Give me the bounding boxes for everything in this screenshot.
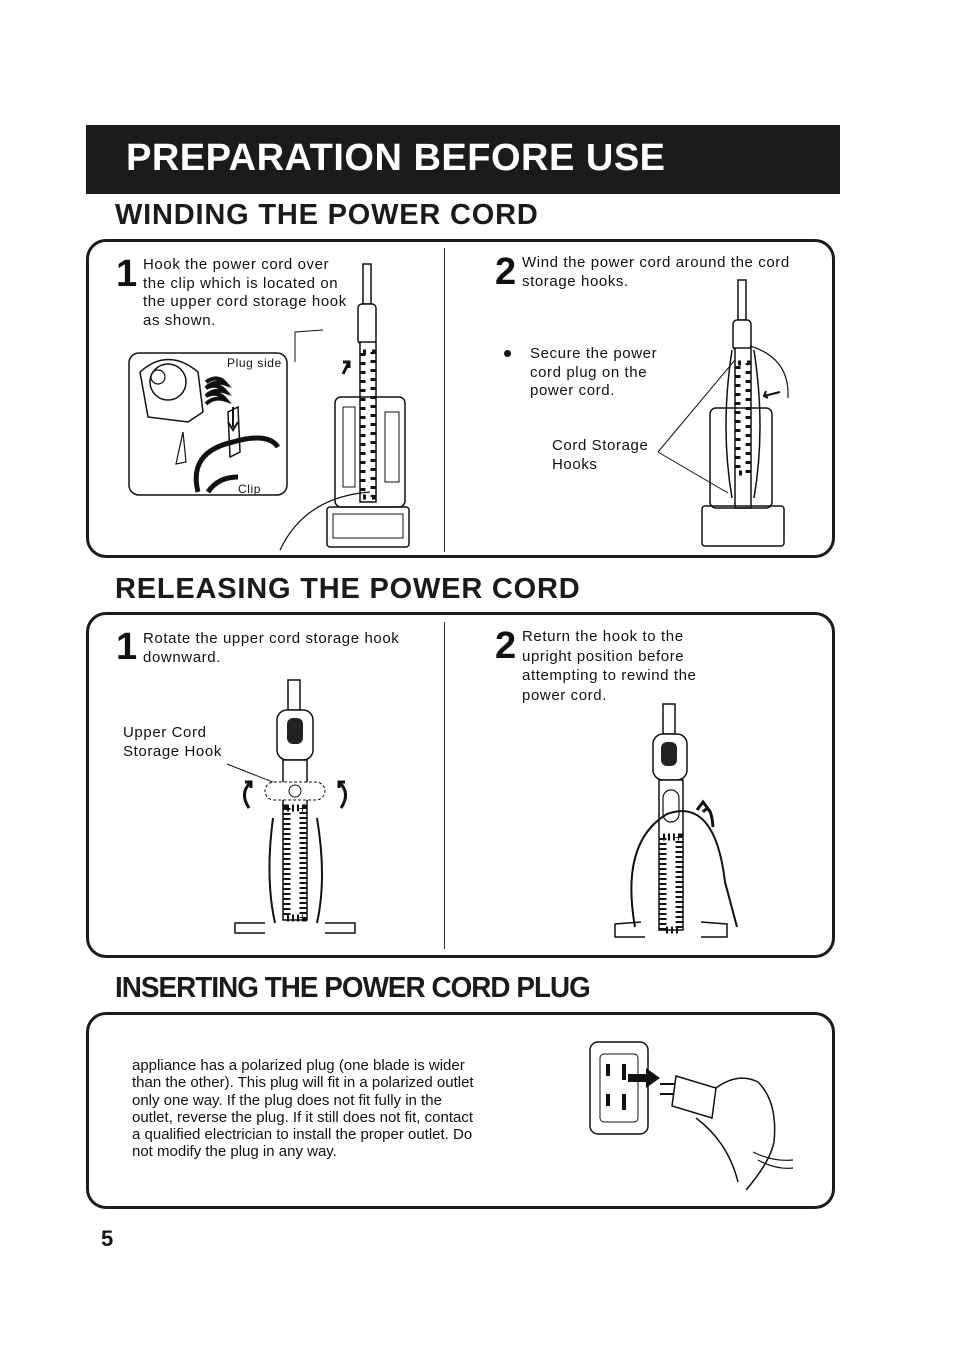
inserting-panel	[86, 1012, 835, 1209]
clip-label: Clip	[238, 482, 262, 496]
text-line: the upper cord storage hook	[143, 293, 347, 310]
text-line: Hook the power cord over	[143, 256, 330, 273]
cord-storage-hooks-label: Cord Storage Hooks	[552, 437, 648, 474]
winding-step2-number: 2	[495, 251, 517, 293]
text-line: outlet, reverse the plug. If it still do…	[132, 1108, 474, 1126]
text-line: Upper Cord	[123, 724, 207, 741]
header-banner: PREPARATION BEFORE USE	[86, 125, 840, 194]
text-line: as shown.	[143, 311, 216, 329]
plug-side-label: Plug side	[227, 356, 282, 370]
text-line: power cord.	[530, 382, 615, 399]
text-line: only one way. If the plug does not fit f…	[132, 1091, 442, 1109]
text-line: upright position before	[522, 647, 685, 665]
text-line: Cord Storage	[552, 437, 649, 454]
releasing-step1-text: Rotate the upper cord storage hook downw…	[143, 630, 399, 667]
winding-step1-number: 1	[116, 253, 138, 295]
winding-section-title: WINDING THE POWER CORD	[115, 199, 539, 231]
winding-step2-bullet: Secure the power cord plug on the power …	[530, 345, 657, 401]
inserting-section-title: INSERTING THE POWER CORD PLUG	[115, 972, 591, 1004]
clip-detail-illustration	[128, 352, 288, 496]
bullet-dot	[504, 350, 511, 357]
vacuum-rotate-hook-illustration	[226, 679, 356, 934]
text-line: cord plug on the	[530, 363, 648, 381]
releasing-divider	[444, 622, 445, 949]
releasing-section-title: RELEASING THE POWER CORD	[115, 573, 581, 605]
page-title: PREPARATION BEFORE USE	[126, 137, 666, 179]
releasing-panel	[86, 612, 835, 958]
releasing-step2-number: 2	[495, 625, 517, 667]
text-line: Secure the power	[530, 345, 658, 362]
polarized-plug-warning: appliance has a polarized plug (one blad…	[132, 1057, 474, 1161]
text-line: appliance has a polarized plug (one blad…	[132, 1057, 465, 1074]
releasing-step1-number: 1	[116, 626, 138, 668]
text-line: downward.	[143, 648, 221, 666]
vacuum-upright-hook-illustration	[614, 703, 738, 938]
text-line: Return the hook to the	[522, 628, 684, 645]
text-line: a qualified electrician to install the p…	[132, 1126, 473, 1144]
winding-divider	[444, 248, 445, 552]
text-line: Wind the power cord around the cord	[522, 254, 790, 271]
text-line: Rotate the upper cord storage hook	[143, 630, 400, 647]
upper-cord-storage-hook-label: Upper Cord Storage Hook	[123, 724, 222, 761]
vacuum-hook-illustration	[279, 263, 410, 551]
text-line: storage hooks.	[522, 272, 629, 290]
text-line: power cord.	[522, 686, 607, 704]
winding-panel	[86, 239, 835, 558]
text-line: attempting to rewind the	[522, 667, 697, 684]
text-line: than the other). This plug will fit in a…	[132, 1074, 474, 1092]
text-line: the clip which is located on	[143, 274, 339, 292]
text-line: not modify the plug in any way.	[132, 1143, 337, 1161]
text-line: Storage Hook	[123, 742, 222, 760]
page-number: 5	[101, 1226, 114, 1251]
text-line: Hooks	[552, 455, 598, 473]
releasing-step2-text: Return the hook to the upright position …	[522, 627, 697, 705]
winding-step2-text: Wind the power cord around the cord stor…	[522, 254, 790, 291]
plug-outlet-illustration	[589, 1041, 794, 1191]
vacuum-wound-illustration	[657, 279, 789, 547]
winding-step1-text: Hook the power cord over the clip which …	[143, 256, 347, 330]
